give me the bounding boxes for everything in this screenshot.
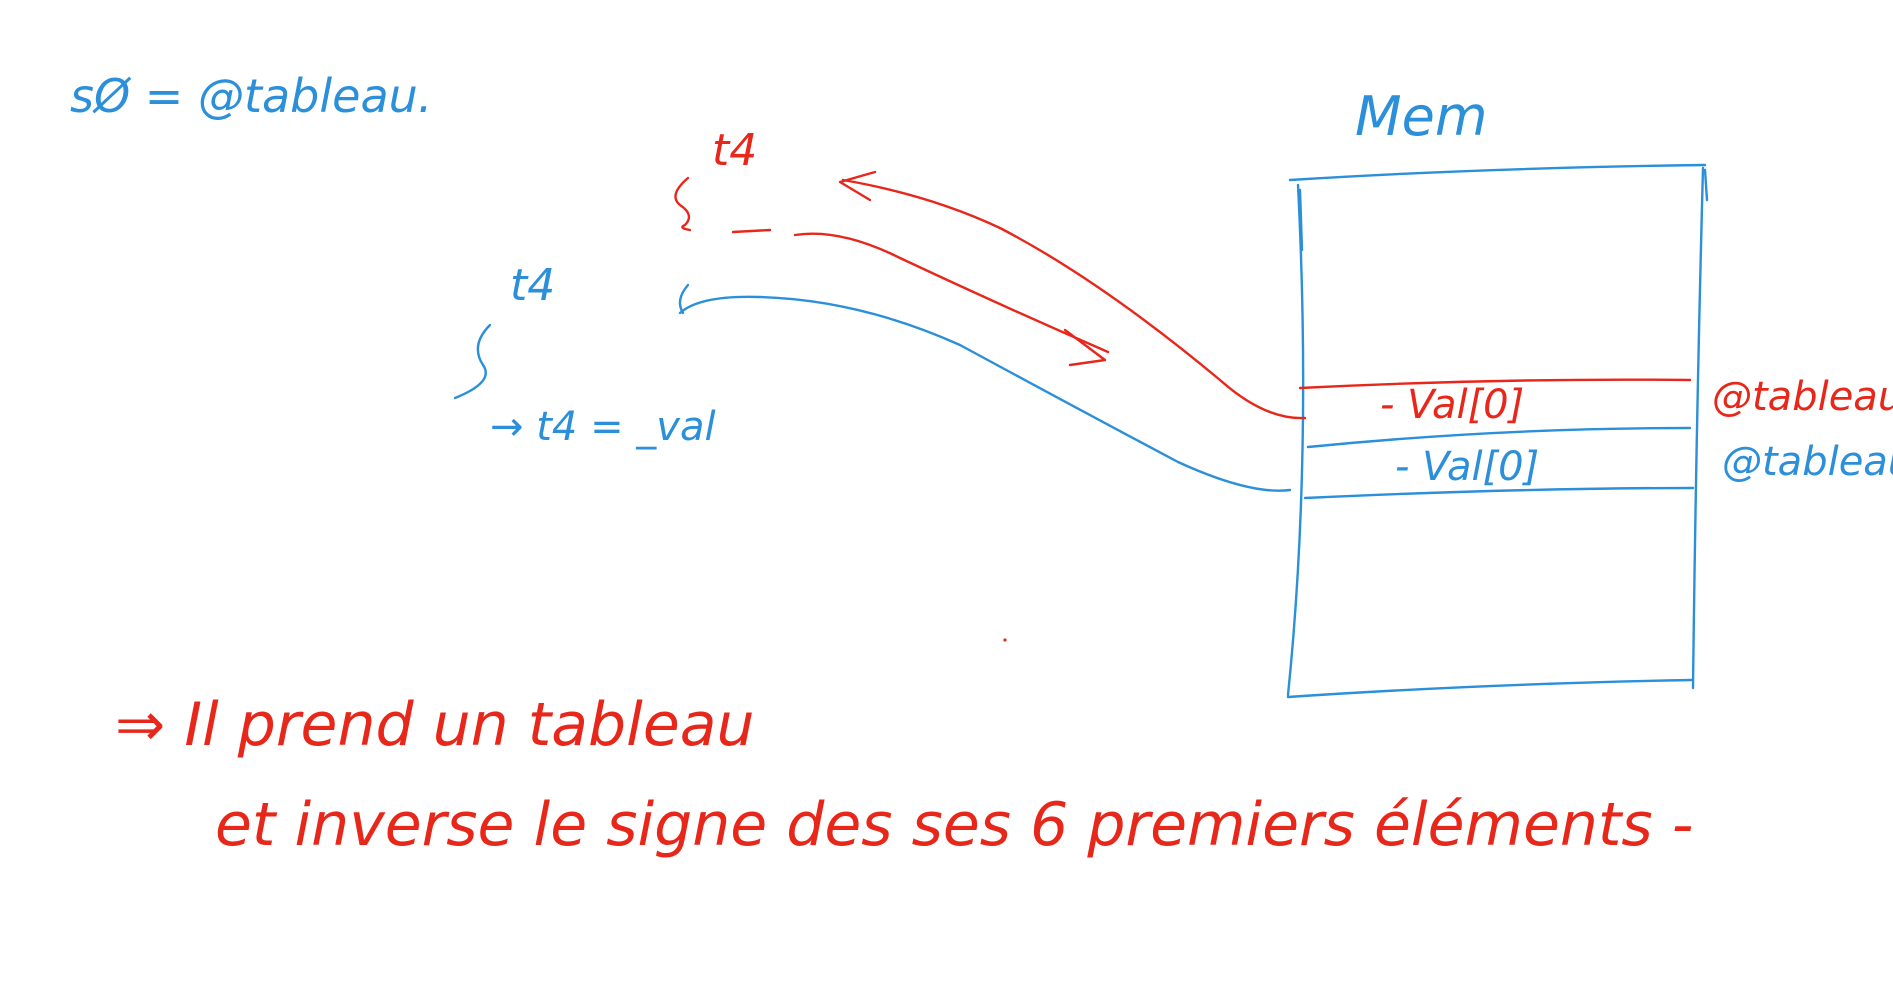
red-arrow-to-memory <box>793 232 1110 354</box>
memory-box-left-edge <box>1286 183 1305 697</box>
red-arrow-from-memory <box>841 178 1307 420</box>
memory-box <box>1286 163 1709 699</box>
conclusion-line-1: ⇒ Il prend un tableau <box>115 690 755 760</box>
t4-assign-note: → t4 = _val <box>490 404 716 450</box>
stray-dot <box>1003 638 1007 642</box>
memory-box-bottom-edge <box>1286 678 1694 699</box>
blue-bracket-mid <box>453 323 492 400</box>
red-bracket-top <box>674 176 692 232</box>
memory-box-top-edge <box>1288 163 1707 182</box>
red-arrow-head-right <box>1063 328 1107 367</box>
mem-label: Mem <box>1355 85 1487 148</box>
row-separator-red <box>1298 378 1692 390</box>
memory-box-right-edge <box>1691 166 1705 690</box>
memory-row-1-value: - Val[0] <box>1380 382 1524 428</box>
red-dash-small <box>731 228 772 234</box>
address-label-row-1: @tableau+4 <box>1712 374 1893 420</box>
memory-box-right-tick <box>1703 168 1709 202</box>
row-separator-1 <box>1306 426 1692 449</box>
red-arrow-head-left <box>838 170 877 202</box>
conclusion-line-2: et inverse le signe des ses 6 premiers é… <box>215 790 1693 860</box>
s0-equation-note: sØ = @tableau. <box>70 69 432 123</box>
blue-arrow-to-memory <box>678 295 1292 492</box>
memory-row-2-value: - Val[0] <box>1395 444 1539 490</box>
address-label-row-2: @tableau <box>1722 439 1893 485</box>
row-separator-2 <box>1303 486 1695 500</box>
memory-box-top-tick <box>1298 188 1304 252</box>
t4-label-mid: t4 <box>510 260 555 311</box>
blue-bracket-left <box>678 283 690 315</box>
t4-label-top: t4 <box>712 125 757 176</box>
